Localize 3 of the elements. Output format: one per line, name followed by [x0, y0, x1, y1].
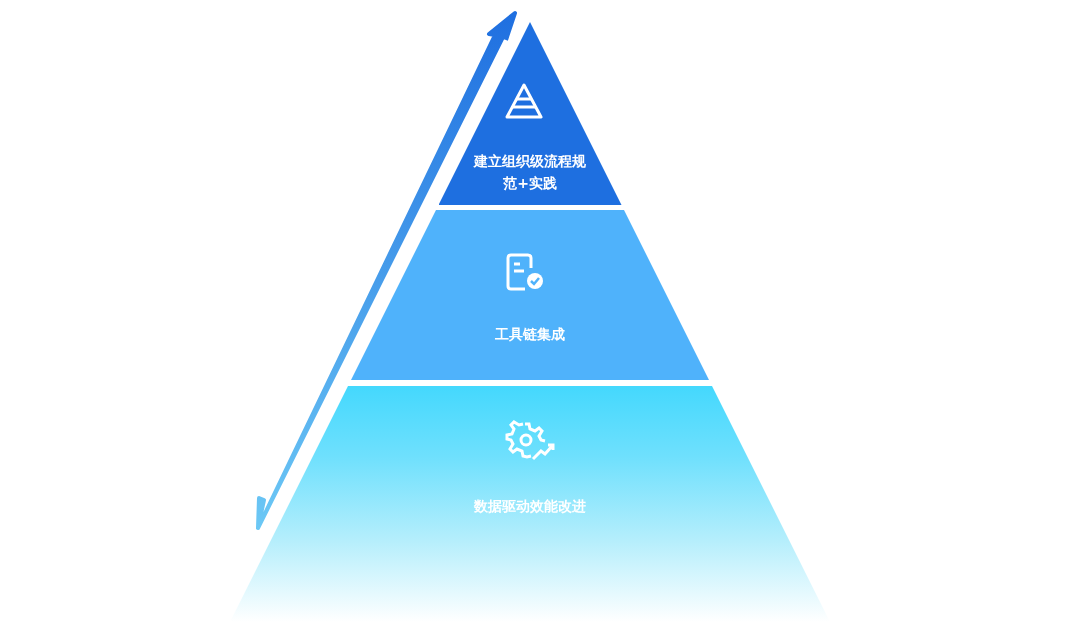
tier-label: 建立组织级流程规范+实践 [474, 152, 586, 193]
tier-label: 工具链集成 [495, 325, 565, 344]
tier-label: 数据驱动效能改进 [474, 497, 586, 516]
